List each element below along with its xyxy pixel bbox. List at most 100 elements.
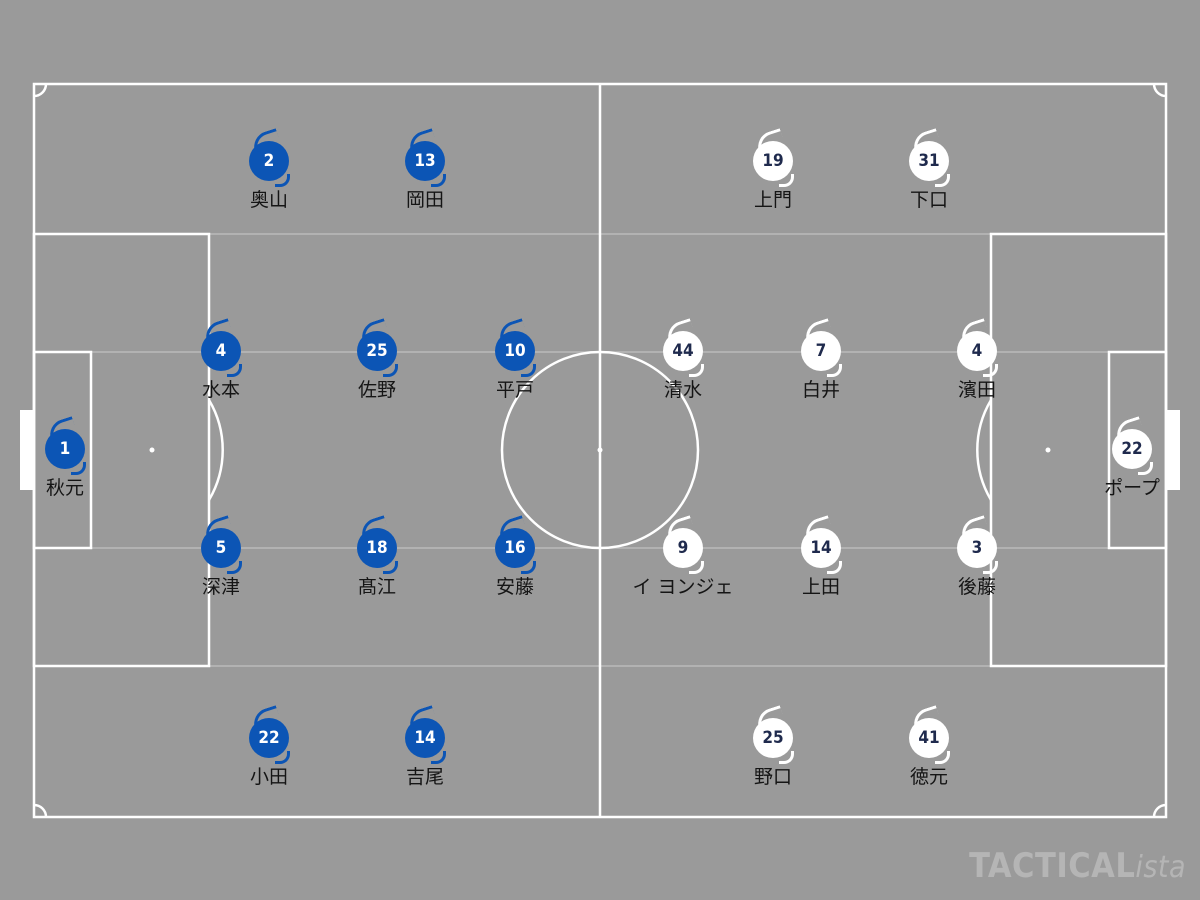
away-player: 25 野口 [713,705,833,789]
center-spot [597,447,603,453]
player-marker: 16 [495,515,536,574]
player-number: 10 [504,340,526,361]
home-player: 13 岡田 [365,128,485,212]
away-player: 44 清水 [623,318,743,402]
player-name: イ ヨンジェ [632,576,734,598]
player-number: 2 [263,150,275,171]
player-name: 佐野 [357,379,396,401]
player-name: 野口 [753,766,792,788]
player-name: 髙江 [357,576,396,598]
player-marker: 2 [249,128,290,187]
player-number: 25 [366,340,388,361]
home-player: 18 髙江 [317,515,437,599]
player-marker: 4 [201,318,242,377]
player-marker: 25 [357,318,398,377]
corner-arc [33,803,48,818]
player-name: 岡田 [405,189,444,211]
corner-arc [1152,803,1167,818]
penalty-spot-right [1045,447,1051,453]
home-player: 1 秋元 [5,416,125,500]
player-number: 44 [672,340,694,361]
player-number: 4 [971,340,983,361]
home-player: 14 吉尾 [365,705,485,789]
player-marker: 14 [801,515,842,574]
home-player: 16 安藤 [455,515,575,599]
player-name: 安藤 [495,576,534,598]
away-player: 3 後藤 [917,515,1037,599]
player-marker: 9 [663,515,704,574]
player-marker: 22 [1112,416,1153,475]
player-name: 平戸 [495,379,534,401]
player-name: 水本 [201,379,240,401]
player-marker: 31 [909,128,950,187]
player-marker: 44 [663,318,704,377]
player-number: 25 [762,727,784,748]
player-marker: 10 [495,318,536,377]
penalty-spot-left [149,447,155,453]
away-player: 4 濱田 [917,318,1037,402]
player-name: ポープ [1104,477,1160,499]
player-name: 濱田 [957,379,996,401]
player-number: 9 [677,537,689,558]
player-number: 16 [504,537,526,558]
away-player: 41 徳元 [869,705,989,789]
player-marker: 18 [357,515,398,574]
home-player: 5 深津 [161,515,281,599]
goal-right [1166,410,1180,490]
player-marker: 1 [45,416,86,475]
player-number: 1 [59,438,71,459]
away-player: 19 上門 [713,128,833,212]
player-name: 白井 [801,379,840,401]
player-marker: 3 [957,515,998,574]
penalty-arc-right [976,399,993,501]
player-marker: 19 [753,128,794,187]
player-number: 14 [414,727,436,748]
player-number: 22 [1121,438,1143,459]
player-marker: 22 [249,705,290,764]
watermark-suffix: ista [1135,850,1186,885]
away-player: 14 上田 [761,515,881,599]
home-player: 25 佐野 [317,318,437,402]
player-number: 41 [918,727,940,748]
player-name: 下口 [909,189,948,211]
away-player: 7 白井 [761,318,881,402]
player-name: 秋元 [45,477,84,499]
player-number: 22 [258,727,280,748]
watermark-main: TACTICAL [969,846,1136,886]
watermark-logo: TACTICALista [969,846,1186,886]
penalty-arc-left [207,399,224,501]
player-name: 深津 [201,576,240,598]
player-number: 19 [762,150,784,171]
player-number: 31 [918,150,940,171]
player-name: 徳元 [909,766,948,788]
player-number: 4 [215,340,227,361]
player-name: 奥山 [249,189,288,211]
away-player: 31 下口 [869,128,989,212]
home-player: 2 奥山 [209,128,329,212]
player-name: 上門 [753,189,792,211]
player-name: 後藤 [957,576,996,598]
player-marker: 5 [201,515,242,574]
player-number: 14 [810,537,832,558]
player-number: 3 [971,537,983,558]
player-name: 吉尾 [405,766,444,788]
player-name: 清水 [663,379,702,401]
home-player: 10 平戸 [455,318,575,402]
player-marker: 25 [753,705,794,764]
player-marker: 13 [405,128,446,187]
player-name: 小田 [249,766,288,788]
home-player: 4 水本 [161,318,281,402]
player-number: 5 [215,537,227,558]
away-player: 9 イ ヨンジェ [623,515,743,599]
player-name: 上田 [801,576,840,598]
player-marker: 4 [957,318,998,377]
center-circle [500,350,700,550]
corner-arc [1152,83,1167,98]
away-player: 22 ポープ [1072,416,1192,500]
player-number: 18 [366,537,388,558]
goal-left [20,410,34,490]
player-marker: 41 [909,705,950,764]
corner-arc [33,83,48,98]
player-number: 13 [414,150,436,171]
